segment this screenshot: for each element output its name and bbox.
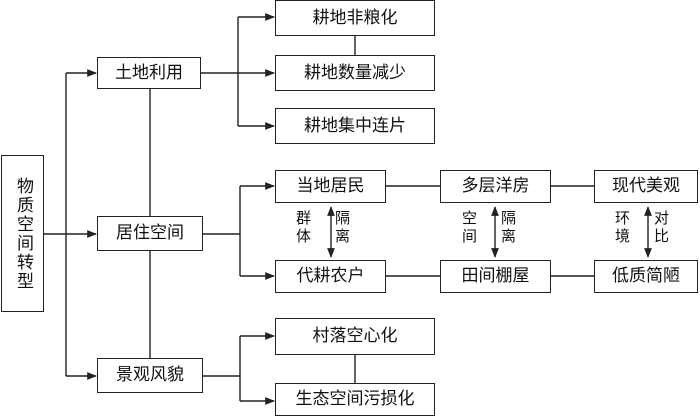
land-use-item-2: 耕地数量减少 [275,55,435,91]
relation-3-right: 对比 [652,210,670,246]
category-land-use: 土地利用 [97,57,201,89]
landscape-item-1-label: 村落空心化 [312,326,398,346]
category-landscape: 景观风貌 [97,358,203,393]
category-living-space: 居住空间 [97,216,203,251]
relation-2-left: 空间 [460,210,478,246]
relation-3: 环境 对比 [613,210,670,246]
land-use-item-1-label: 耕地非粮化 [312,7,398,28]
land-use-item-2-label: 耕地数量减少 [304,62,406,83]
category-living-space-label: 居住空间 [116,223,184,243]
land-use-item-3-label: 耕地集中连片 [304,115,406,136]
landscape-item-1: 村落空心化 [275,318,435,355]
category-landscape-label: 景观风貌 [116,365,184,385]
living-bottom-3: 低质简陋 [594,260,698,293]
relation-3-left: 环境 [613,210,631,246]
living-bottom-1: 代耕农户 [275,260,386,293]
living-top-3: 现代美观 [594,170,698,203]
living-bottom-2-label: 田间棚屋 [461,266,530,286]
living-top-1: 当地居民 [275,170,386,203]
living-top-2: 多层洋房 [440,170,551,203]
land-use-item-1: 耕地非粮化 [275,0,435,36]
living-bottom-2: 田间棚屋 [440,260,551,293]
living-top-1-label: 当地居民 [296,176,365,196]
living-top-2-label: 多层洋房 [461,176,530,196]
living-top-3-label: 现代美观 [612,176,680,196]
relation-2-right: 隔离 [499,210,517,246]
root-node-box: 物质空间转型 [1,155,44,312]
living-bottom-1-label: 代耕农户 [296,266,365,286]
relation-2: 空间 隔离 [460,210,517,246]
land-use-item-3: 耕地集中连片 [275,108,435,144]
root-node-label: 物质空间转型 [13,176,33,291]
living-bottom-3-label: 低质简陋 [612,266,680,286]
landscape-item-2: 生态空间污损化 [275,383,435,416]
landscape-item-2-label: 生态空间污损化 [295,389,415,409]
category-land-use-label: 土地利用 [115,62,183,83]
relation-1-right: 隔离 [333,210,351,246]
relation-1-left: 群体 [294,210,312,246]
relation-1: 群体 隔离 [294,210,351,246]
